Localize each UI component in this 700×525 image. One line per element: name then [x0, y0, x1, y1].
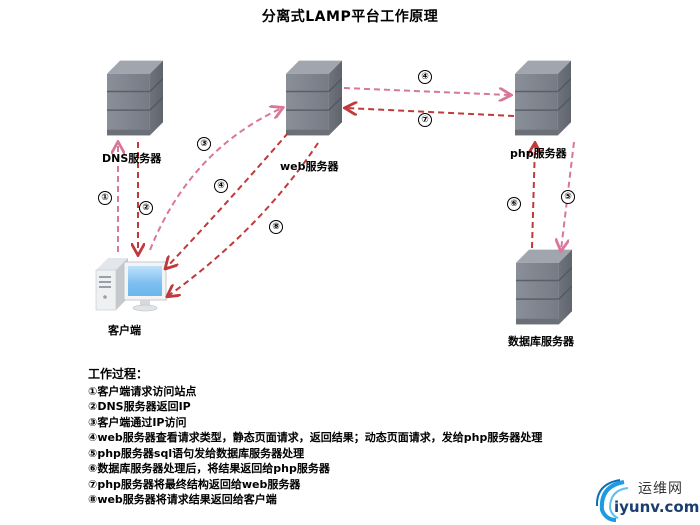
process-step-1: ①客户端请求访问站点 — [88, 384, 197, 398]
step-badge-4-php: ④ — [418, 70, 432, 84]
arrow-step-8 — [168, 142, 319, 296]
arrow-step-4-to-client — [166, 132, 289, 268]
process-step-7: ⑦php服务器将最终结构返回给web服务器 — [88, 477, 301, 491]
step-badge-6: ⑥ — [507, 197, 521, 211]
step-badge-2: ② — [139, 201, 153, 215]
process-description: 工作过程： ①客户端请求访问站点 ②DNS服务器返回IP ③客户端通过IP访问 … — [88, 367, 542, 508]
process-step-4: ④web服务器查看请求类型，静态页面请求，返回结果；动态页面请求，发给php服务… — [88, 431, 543, 444]
dns-server-label: DNS服务器 — [102, 152, 162, 165]
database-server-label: 数据库服务器 — [508, 335, 574, 348]
database-server-icon — [516, 248, 572, 326]
process-step-6: ⑥数据库服务器处理后，将结果返回给php服务器 — [88, 462, 330, 475]
arrow-step-6 — [532, 144, 535, 249]
watermark-logo: 运维网 iyunv.com — [594, 476, 700, 522]
watermark-cn-text: 运维网 — [638, 481, 683, 497]
desktop-computer-icon — [95, 258, 167, 312]
step-badge-4-client: ④ — [214, 179, 228, 193]
step-badge-1: ① — [98, 191, 112, 205]
step-badge-7: ⑦ — [418, 113, 432, 127]
watermark-en-text: iyunv.com — [614, 498, 700, 516]
arrow-step-3 — [149, 108, 282, 251]
process-step-5: ⑤php服务器sql语句发给数据库服务器处理 — [88, 446, 305, 460]
step-badge-3: ③ — [197, 137, 211, 151]
step-badge-8: ⑧ — [269, 220, 283, 234]
arrow-step-7 — [346, 108, 515, 117]
client-label: 客户端 — [108, 324, 141, 337]
dns-server-icon — [107, 59, 163, 137]
process-step-2: ②DNS服务器返回IP — [88, 400, 191, 413]
php-server-label: php服务器 — [510, 147, 567, 160]
process-heading: 工作过程： — [88, 367, 149, 381]
arrow-step-4-to-php — [343, 87, 510, 95]
php-server-icon — [515, 59, 571, 137]
web-server-label: web服务器 — [280, 160, 339, 173]
web-server-icon — [286, 59, 342, 137]
step-badge-5: ⑤ — [561, 190, 575, 204]
process-step-3: ③客户端通过IP访问 — [88, 415, 187, 429]
diagram-title: 分离式LAMP平台工作原理 — [261, 9, 439, 25]
swirl-logo-icon — [595, 479, 629, 522]
process-step-8: ⑧web服务器将请求结果返回给客户端 — [88, 493, 277, 506]
